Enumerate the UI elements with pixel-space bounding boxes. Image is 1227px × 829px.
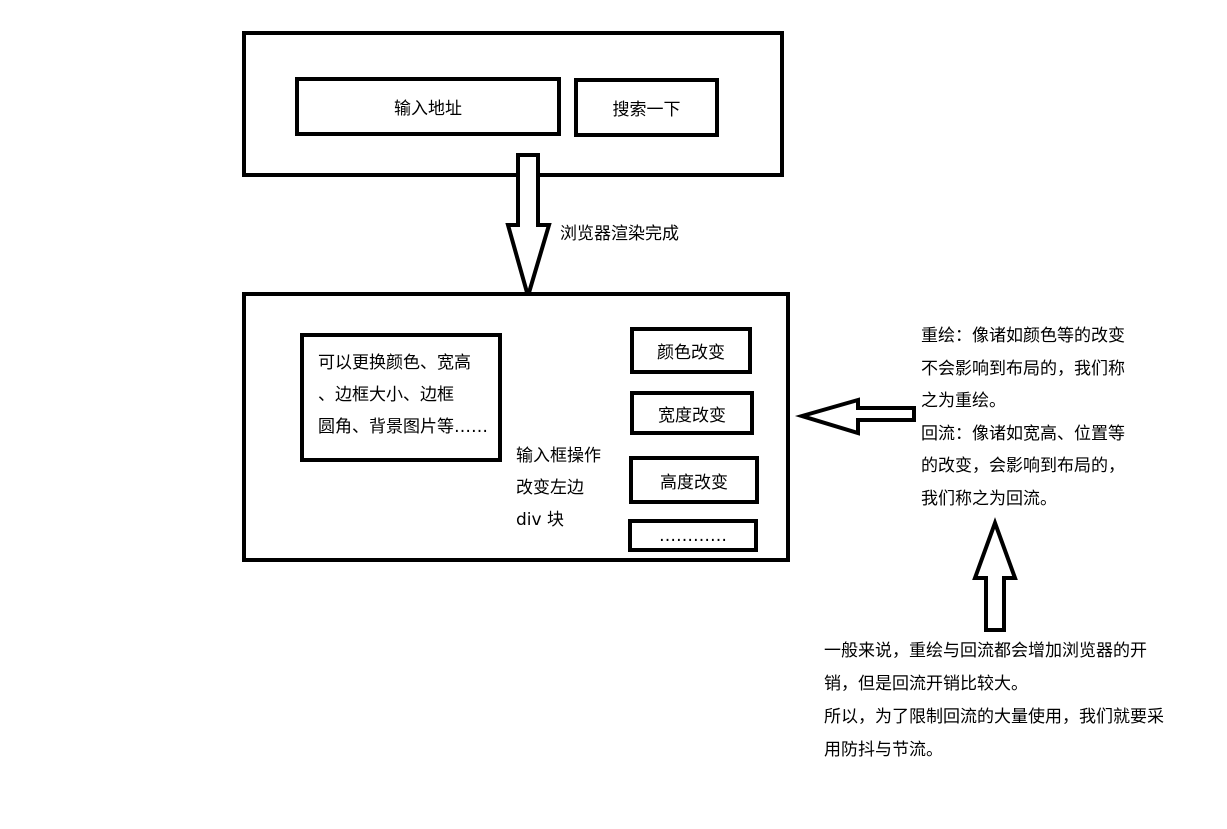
height-change-button[interactable]: 高度改变 (629, 456, 759, 504)
render-complete-label: 浏览器渲染完成 (560, 224, 679, 244)
width-change-button[interactable]: 宽度改变 (630, 391, 754, 435)
explanation-line: 我们称之为回流。 (921, 488, 1057, 509)
explanation-line: 回流：像诸如宽高、位置等 (921, 423, 1125, 444)
search-button[interactable]: 搜索一下 (574, 78, 719, 137)
explanation-arrow-icon (794, 397, 916, 436)
conclusion-text: 一般来说，重绘与回流都会增加浏览器的开 销，但是回流开销比较大。 所以，为了限制… (824, 635, 1224, 767)
more-button[interactable]: ………… (628, 519, 758, 552)
address-input[interactable]: 输入地址 (295, 77, 561, 136)
conclusion-line: 用防抖与节流。 (824, 740, 943, 760)
conclusion-line: 所以，为了限制回流的大量使用，我们就要采 (824, 707, 1164, 727)
explanation-text: 重绘：像诸如颜色等的改变 不会影响到布局的，我们称 之为重绘。 回流：像诸如宽高… (921, 320, 1221, 515)
conclusion-line: 一般来说，重绘与回流都会增加浏览器的开 (824, 641, 1147, 661)
explanation-line: 之为重绘。 (921, 391, 1006, 411)
input-operation-label: 输入框操作 改变左边 div 块 (516, 446, 601, 530)
up-arrow-icon (972, 517, 1018, 632)
conclusion-line: 销，但是回流开销比较大。 (824, 674, 1028, 694)
explanation-line: 重绘：像诸如颜色等的改变 (921, 326, 1125, 346)
explanation-line: 不会影响到布局的，我们称 (921, 358, 1125, 379)
color-change-button[interactable]: 颜色改变 (630, 327, 752, 374)
target-div-block: 可以更换颜色、宽高 、边框大小、边框 圆角、背景图片等…… (300, 333, 502, 462)
explanation-line: 的改变，会影响到布局的， (921, 456, 1125, 476)
